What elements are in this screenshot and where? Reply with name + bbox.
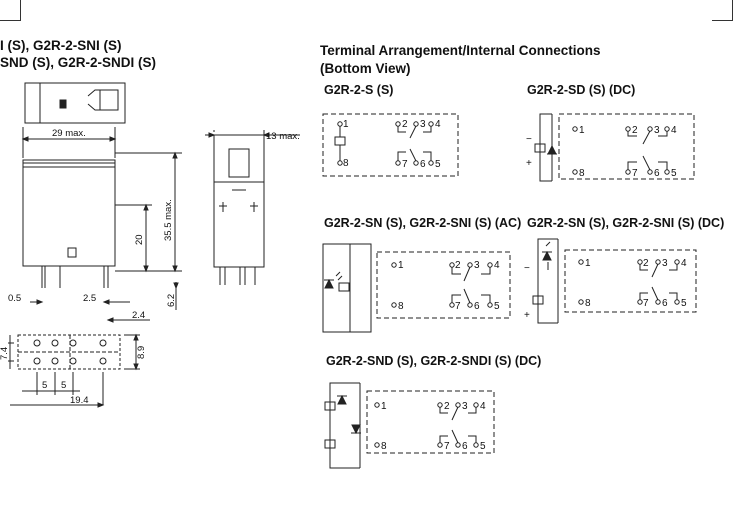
dim-label-7-4: 7.4: [0, 347, 10, 360]
pin-label: 4: [494, 260, 500, 271]
pin-label: 3: [474, 260, 480, 271]
dim-label-20: 20: [134, 234, 145, 245]
pin-label: 5: [435, 159, 441, 170]
diagram-title-s: G2R-2-S (S): [324, 83, 394, 97]
dim-20: [115, 203, 152, 273]
pin-label: 8: [398, 301, 404, 312]
pin-label: 4: [681, 258, 687, 269]
diagram-title-snd: G2R-2-SND (S), G2R-2-SNDI (S) (DC): [326, 354, 542, 368]
pin-label: 1: [343, 119, 349, 130]
pin-label: 5: [671, 168, 677, 179]
polarity-minus: −: [526, 134, 532, 145]
dim-13-max: [205, 130, 300, 140]
dim-label-29-max: 29 max.: [52, 128, 86, 139]
polarity-plus: +: [526, 158, 532, 169]
pin-label: 5: [681, 298, 687, 309]
pin-label: 6: [462, 441, 468, 452]
model-header-line-2: SND (S), G2R-2-SNDI (S): [0, 55, 157, 70]
pin-label: 1: [398, 260, 404, 271]
diagram-sn-ac: [322, 243, 511, 333]
diagram-title-sd: G2R-2-SD (S) (DC): [527, 83, 636, 97]
corner-mark-left: [0, 0, 21, 21]
section-title: Terminal Arrangement/Internal Connection…: [320, 43, 601, 58]
pin-label: 5: [480, 441, 486, 452]
relay-front-outline: [22, 159, 116, 288]
pin-label: 2: [402, 119, 408, 130]
pin-label: 4: [435, 119, 441, 130]
pin-label: 3: [662, 258, 668, 269]
diagram-sn-dc: [532, 238, 697, 324]
diagram-title-sn-ac: G2R-2-SN (S), G2R-2-SNI (S) (AC): [324, 216, 522, 230]
pin-label: 1: [585, 258, 591, 269]
dim-label-2-5: 2.5: [83, 293, 96, 304]
pin-label: 1: [579, 125, 585, 136]
pin-label: 6: [420, 159, 426, 170]
pin-label: 2: [455, 260, 461, 271]
model-header-line-1: I (S), G2R-2-SNI (S): [0, 38, 122, 53]
pin-label: 3: [654, 125, 660, 136]
pin-label: 7: [455, 301, 461, 312]
pcb-footprint: [8, 333, 140, 408]
pin-label: 2: [632, 125, 638, 136]
dim-label-5-a: 5: [42, 380, 47, 391]
pin-label: 8: [585, 298, 591, 309]
pin-label: 4: [480, 401, 486, 412]
pin-label: 3: [420, 119, 426, 130]
diagram-s: [322, 113, 459, 177]
section-subtitle: (Bottom View): [320, 61, 411, 76]
relay-top-outline: [24, 82, 126, 124]
pin-label: 7: [444, 441, 450, 452]
pin-label: 8: [579, 168, 585, 179]
diagram-snd: [324, 382, 495, 469]
dim-label-6-2: 6.2: [166, 294, 177, 307]
pin-label: 7: [632, 168, 638, 179]
pin-label: 5: [494, 301, 500, 312]
pin-label: 8: [381, 441, 387, 452]
pin-label: 3: [462, 401, 468, 412]
corner-mark-right: [712, 0, 733, 21]
polarity-minus: −: [524, 263, 530, 274]
pin-label: 4: [671, 125, 677, 136]
dim-35-5-max: [115, 151, 182, 273]
dim-label-5-b: 5: [61, 380, 66, 391]
polarity-plus: +: [524, 310, 530, 321]
dim-label-2-4: 2.4: [132, 310, 145, 321]
relay-side-outline: [213, 134, 265, 285]
dim-pins: [30, 282, 179, 323]
pin-labels: 1 8 2 3 4 7 6 5 1 8 2 3 4 7 6 5 − + 1 8 …: [343, 119, 687, 452]
pin-label: 6: [654, 168, 660, 179]
pin-label: 1: [381, 401, 387, 412]
diagram-sd: [534, 113, 695, 182]
dim-label-0-5: 0.5: [8, 293, 21, 304]
pin-label: 6: [662, 298, 668, 309]
dim-label-8-9: 8.9: [136, 346, 147, 359]
pin-label: 7: [643, 298, 649, 309]
pin-label: 6: [474, 301, 480, 312]
dim-label-35-5-max: 35.5 max.: [163, 199, 174, 241]
dimension-labels: 29 max. 13 max. 35.5 max. 20 0.5 2.5 2.4…: [0, 128, 300, 406]
dim-label-19-4: 19.4: [70, 395, 89, 406]
pin-label: 8: [343, 158, 349, 169]
pin-label: 7: [402, 159, 408, 170]
pin-label: 2: [444, 401, 450, 412]
pin-label: 2: [643, 258, 649, 269]
dim-label-13-max: 13 max.: [266, 131, 300, 142]
diagram-title-sn-dc: G2R-2-SN (S), G2R-2-SNI (S) (DC): [527, 216, 725, 230]
